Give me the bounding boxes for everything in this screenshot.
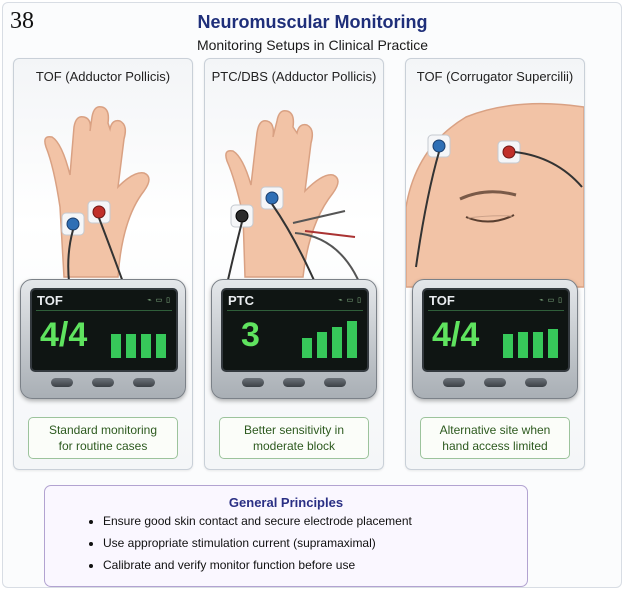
page-number: 38: [10, 8, 34, 34]
principles-list: Ensure good skin contact and secure elec…: [85, 510, 412, 576]
monitor-reading: 4/4: [432, 316, 480, 354]
panel-title: TOF (Corrugator Supercilii): [416, 69, 574, 84]
principle-item: Use appropriate stimulation current (sup…: [103, 532, 412, 554]
twitch-bar: [503, 334, 513, 358]
screen-divider: [428, 310, 564, 311]
twitch-bar: [111, 334, 121, 358]
twitch-bar: [533, 332, 543, 358]
panel-caption: Better sensitivity in moderate block: [219, 417, 369, 459]
monitor-button-center[interactable]: [92, 378, 114, 387]
principle-item: Calibrate and verify monitor function be…: [103, 554, 412, 576]
screen-divider: [227, 310, 363, 311]
page-title: Neuromuscular Monitoring: [197, 12, 428, 32]
general-principles-box: General Principles Ensure good skin cont…: [44, 485, 528, 587]
principles-title: General Principles: [228, 495, 344, 510]
twitch-bar: [347, 321, 357, 358]
monitor-reading: 3: [241, 316, 260, 354]
monitor-mode-label: TOF: [429, 293, 455, 308]
twitch-bar: [518, 332, 528, 358]
twitch-bar: [548, 329, 558, 358]
monitor-button-center[interactable]: [283, 378, 305, 387]
twitch-bar-chart: [298, 314, 362, 364]
monitor-button-right[interactable]: [324, 378, 346, 387]
page-subtitle: Monitoring Setups in Clinical Practice: [196, 37, 429, 53]
twitch-bar-chart: [499, 314, 563, 364]
monitor-reading: 4/4: [40, 316, 88, 354]
caption-line-1: Better sensitivity in: [243, 423, 345, 437]
ptc-monitor: PTC ⌁ ▭ ▯ 3: [211, 279, 377, 399]
twitch-bar: [126, 334, 136, 358]
monitor-button-right[interactable]: [133, 378, 155, 387]
panel-ptc-dbs-adductor: PTC/DBS (Adductor Pollicis) PTC ⌁ ▭ ▯ 3 …: [204, 58, 384, 470]
tof-monitor: TOF ⌁ ▭ ▯ 4/4: [412, 279, 578, 399]
caption-line-1: Alternative site when: [439, 423, 551, 437]
panel-caption: Standard monitoring for routine cases: [28, 417, 178, 459]
twitch-bar: [302, 338, 312, 358]
status-icons: ⌁ ▭ ▯: [539, 297, 563, 304]
monitor-button-left[interactable]: [443, 378, 465, 387]
monitor-button-right[interactable]: [525, 378, 547, 387]
caption-line-2: hand access limited: [442, 439, 548, 453]
tof-monitor: TOF ⌁ ▭ ▯ 4/4: [20, 279, 186, 399]
status-icons: ⌁ ▭ ▯: [338, 297, 362, 304]
monitor-screen: PTC ⌁ ▭ ▯ 3: [221, 288, 369, 372]
twitch-bar: [317, 332, 327, 358]
panel-title: PTC/DBS (Adductor Pollicis): [211, 69, 377, 84]
panel-title: TOF (Adductor Pollicis): [35, 69, 171, 84]
monitor-screen: TOF ⌁ ▭ ▯ 4/4: [30, 288, 178, 372]
screen-divider: [36, 310, 172, 311]
monitor-button-left[interactable]: [51, 378, 73, 387]
monitor-mode-label: TOF: [37, 293, 63, 308]
face-electrodes-illustration: [406, 102, 584, 288]
panel-tof-adductor: TOF (Adductor Pollicis) TOF ⌁ ▭ ▯ 4/4 St…: [13, 58, 193, 470]
twitch-bar: [141, 334, 151, 358]
status-icons: ⌁ ▭ ▯: [147, 297, 171, 304]
twitch-bar: [332, 327, 342, 358]
twitch-bar-chart: [107, 314, 171, 364]
caption-line-1: Standard monitoring: [48, 423, 158, 437]
hand-electrodes-illustration: [44, 105, 150, 308]
caption-line-2: moderate block: [252, 439, 336, 453]
principle-item: Ensure good skin contact and secure elec…: [103, 510, 412, 532]
hand-electrodes-illustration: [222, 109, 366, 303]
monitor-button-center[interactable]: [484, 378, 506, 387]
monitor-screen: TOF ⌁ ▭ ▯ 4/4: [422, 288, 570, 372]
twitch-bar: [156, 334, 166, 358]
monitor-mode-label: PTC: [228, 293, 254, 308]
monitor-button-left[interactable]: [242, 378, 264, 387]
panel-tof-corrugator: TOF (Corrugator Supercilii) TOF ⌁ ▭ ▯ 4/…: [405, 58, 585, 470]
caption-line-2: for routine cases: [58, 439, 148, 453]
panel-caption: Alternative site when hand access limited: [420, 417, 570, 459]
